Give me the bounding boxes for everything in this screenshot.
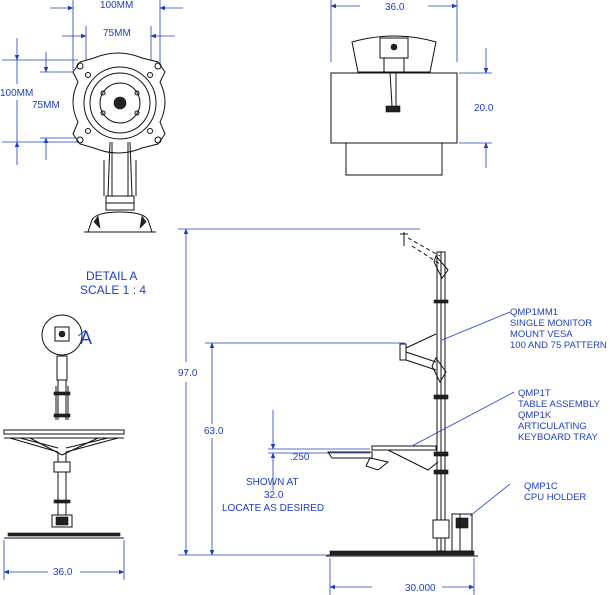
note-shown-at: SHOWN AT xyxy=(246,477,299,488)
note-value: 32.0 xyxy=(264,490,284,501)
dim-36-front: 36.0 xyxy=(53,567,73,578)
vesa-plate-view: 100MM 75MM 100MM 75MM xyxy=(0,0,183,233)
dim-75mm-horizontal: 75MM xyxy=(103,28,131,39)
svg-text:MOUNT VESA: MOUNT VESA xyxy=(510,329,573,340)
top-view: 36.0 20.0 xyxy=(330,0,494,176)
dim-75mm-vertical: 75MM xyxy=(32,100,60,111)
callout-table-assembly: QMP1T TABLE ASSEMBLY QMP1K ARTICULATING … xyxy=(518,388,601,443)
detail-marker: A xyxy=(80,328,92,348)
dim-20-top: 20.0 xyxy=(474,103,494,114)
dim-97: 97.0 xyxy=(178,368,198,379)
svg-text:100 AND 75 PATTERN: 100 AND 75 PATTERN xyxy=(510,340,607,351)
svg-text:KEYBOARD TRAY: KEYBOARD TRAY xyxy=(518,432,599,443)
callout-monitor-mount: QMP1MM1 SINGLE MONITOR MOUNT VESA 100 AN… xyxy=(510,307,607,351)
dim-100mm-vertical: 100MM xyxy=(0,88,33,99)
svg-text:QMP1C: QMP1C xyxy=(524,481,558,492)
detail-title: DETAIL A xyxy=(86,269,137,283)
front-view: A 36.0 xyxy=(3,314,125,580)
callout-cpu-holder: QMP1C CPU HOLDER xyxy=(524,481,586,503)
svg-text:QMP1T: QMP1T xyxy=(518,388,551,399)
svg-text:QMP1MM1: QMP1MM1 xyxy=(510,307,558,318)
dim-36-top: 36.0 xyxy=(385,2,405,13)
svg-text:SINGLE MONITOR: SINGLE MONITOR xyxy=(510,318,592,329)
side-view: 97.0 63.0 .250 SHOWN AT 32.0 LOCATE AS D… xyxy=(178,228,515,595)
svg-text:CPU HOLDER: CPU HOLDER xyxy=(524,492,586,503)
dim-63: 63.0 xyxy=(204,426,224,437)
detail-scale: SCALE 1 : 4 xyxy=(80,283,146,297)
dim-250: .250 xyxy=(290,452,310,463)
dim-30: 30.000 xyxy=(405,583,436,594)
note-locate: LOCATE AS DESIRED xyxy=(222,503,324,514)
svg-text:QMP1K: QMP1K xyxy=(518,410,552,421)
dim-100mm-horizontal: 100MM xyxy=(100,0,133,11)
svg-text:ARTICULATING: ARTICULATING xyxy=(518,421,587,432)
svg-text:TABLE ASSEMBLY: TABLE ASSEMBLY xyxy=(518,399,601,410)
